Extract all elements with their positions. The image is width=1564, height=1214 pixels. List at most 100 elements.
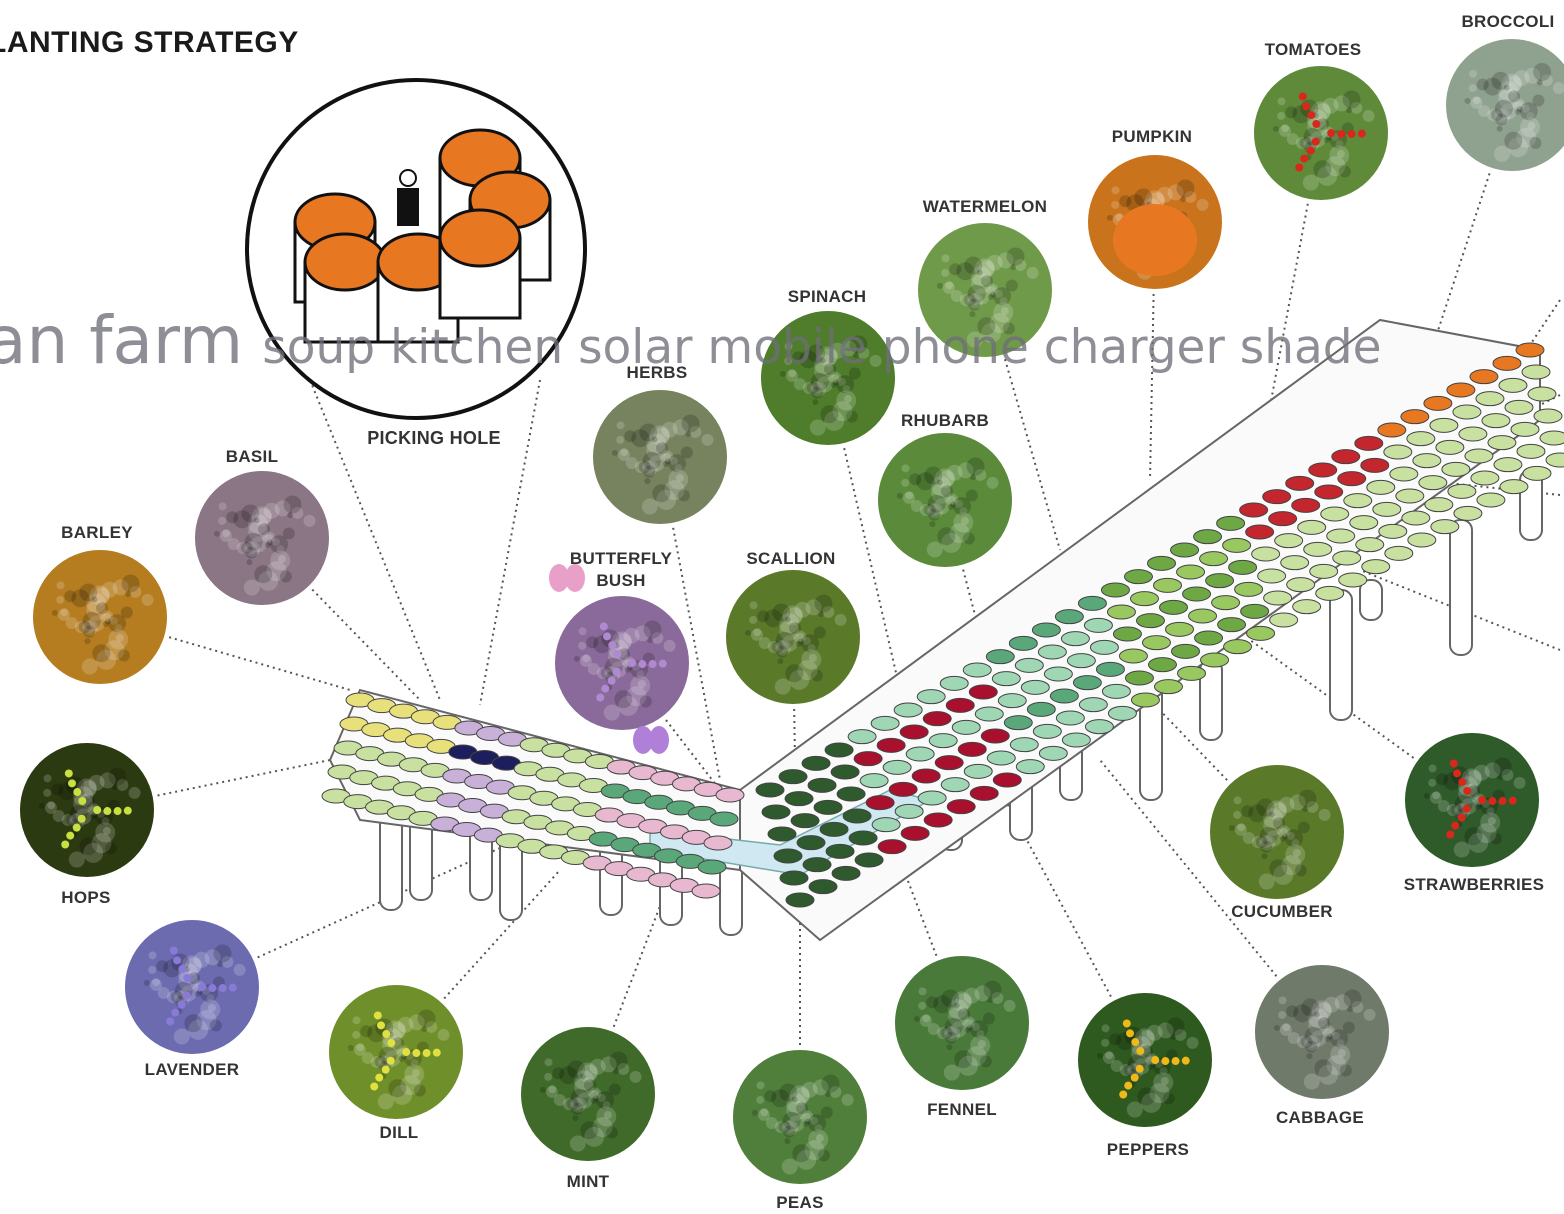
planter-cell xyxy=(1218,618,1246,632)
planter-cell xyxy=(1511,422,1539,436)
planter-cell xyxy=(1362,560,1390,574)
planter-cell xyxy=(987,751,1015,765)
planter-cell xyxy=(1327,529,1355,543)
planter-cell xyxy=(1027,702,1055,716)
planter-cell xyxy=(780,871,808,885)
planter-cell xyxy=(1124,570,1152,584)
planter-cell xyxy=(1361,458,1389,472)
planter-cell xyxy=(1078,596,1106,610)
planter-cell xyxy=(1194,530,1222,544)
photo-strawberries xyxy=(1404,732,1540,868)
planter-cell xyxy=(1241,604,1269,618)
planter-cell xyxy=(1016,760,1044,774)
planter-cell xyxy=(1338,472,1366,486)
planter-cell xyxy=(1009,636,1037,650)
planter-cell xyxy=(1482,414,1510,428)
planter-cell xyxy=(1523,466,1551,480)
planter-cell xyxy=(1085,720,1113,734)
planter-cell xyxy=(1281,556,1309,570)
planter-cell xyxy=(1160,600,1188,614)
planter-cell xyxy=(1172,644,1200,658)
planter-cell xyxy=(889,782,917,796)
label-herbs: HERBS xyxy=(626,363,687,383)
label-hops: HOPS xyxy=(61,888,110,908)
planter-cell xyxy=(1470,370,1498,384)
planter-cell xyxy=(1287,578,1315,592)
planter-cell xyxy=(1293,600,1321,614)
planter-cell xyxy=(1101,583,1129,597)
planter-cell xyxy=(1424,396,1452,410)
planter-cell xyxy=(814,800,842,814)
page-title: LANTING STRATEGY xyxy=(0,26,299,60)
planter-cell xyxy=(924,813,952,827)
planter-cell xyxy=(918,791,946,805)
planter-cell xyxy=(756,783,784,797)
planter-cell xyxy=(1298,520,1326,534)
planter-cell xyxy=(1534,409,1562,423)
label-barley: BARLEY xyxy=(61,523,133,543)
planter-cell xyxy=(825,743,853,757)
planter-cell xyxy=(883,760,911,774)
photo-tomatoes xyxy=(1253,65,1389,201)
planter-cell xyxy=(1177,565,1205,579)
planter-cell xyxy=(1252,547,1280,561)
planter-cell xyxy=(1355,436,1383,450)
planter-cell xyxy=(1201,653,1229,667)
label-strawberries: STRAWBERRIES xyxy=(1404,875,1545,895)
planter-cell xyxy=(1431,520,1459,534)
planter-cell xyxy=(993,773,1021,787)
planter-cell xyxy=(1453,405,1481,419)
planter-cell xyxy=(878,840,906,854)
planter-cell xyxy=(797,836,825,850)
planter-cell xyxy=(1044,667,1072,681)
planter-cell xyxy=(1384,445,1412,459)
planter-cell xyxy=(1275,534,1303,548)
planter-cell xyxy=(1269,512,1297,526)
planter-cell xyxy=(1223,538,1251,552)
planter-cell xyxy=(969,685,997,699)
planter-cell xyxy=(1010,738,1038,752)
planter-cell xyxy=(1430,418,1458,432)
planter-cell xyxy=(849,831,877,845)
planter-cell xyxy=(1119,649,1147,663)
planter-cell xyxy=(1407,432,1435,446)
planter-cell xyxy=(1292,498,1320,512)
planter-cell xyxy=(1258,569,1286,583)
photo-hops xyxy=(19,742,155,878)
picking-hole-label: PICKING HOLE xyxy=(367,428,501,449)
planter-cell xyxy=(1206,574,1234,588)
label-dill: DILL xyxy=(380,1123,419,1143)
support-post xyxy=(1330,590,1352,720)
planter-cell xyxy=(1339,573,1367,587)
overlay-caption-part2: soup kitchen solar mobile phone charger … xyxy=(262,320,1381,375)
planter-cell xyxy=(1413,454,1441,468)
planter-cell xyxy=(1055,610,1083,624)
planter-cell xyxy=(1171,543,1199,557)
support-post xyxy=(1360,580,1382,620)
planter-cell xyxy=(1304,542,1332,556)
planter-cell xyxy=(698,860,726,874)
label-lavender: LAVENDER xyxy=(145,1060,240,1080)
planter-cell xyxy=(877,738,905,752)
planter-pot xyxy=(440,210,520,266)
label-rhubarb: RHUBARB xyxy=(901,411,989,431)
planter-cell xyxy=(1379,524,1407,538)
planter-cell xyxy=(1459,427,1487,441)
label-butterfly-bush: BUTTERFLY BUSH xyxy=(566,548,676,592)
planter-cell xyxy=(1471,471,1499,485)
photo-mint xyxy=(520,1026,656,1162)
planter-cell xyxy=(1321,507,1349,521)
planter-cell xyxy=(1332,450,1360,464)
planter-cell xyxy=(1108,706,1136,720)
planter-cell xyxy=(1247,626,1275,640)
planter-cell xyxy=(860,774,888,788)
planter-cell xyxy=(831,765,859,779)
planter-cell xyxy=(1183,587,1211,601)
planter-cell xyxy=(1477,493,1505,507)
label-cucumber: CUCUMBER xyxy=(1231,902,1333,922)
planter-cell xyxy=(1015,658,1043,672)
planter-cell xyxy=(992,672,1020,686)
planter-pot xyxy=(305,234,385,290)
planter-cell xyxy=(1488,436,1516,450)
planter-cell xyxy=(981,729,1009,743)
